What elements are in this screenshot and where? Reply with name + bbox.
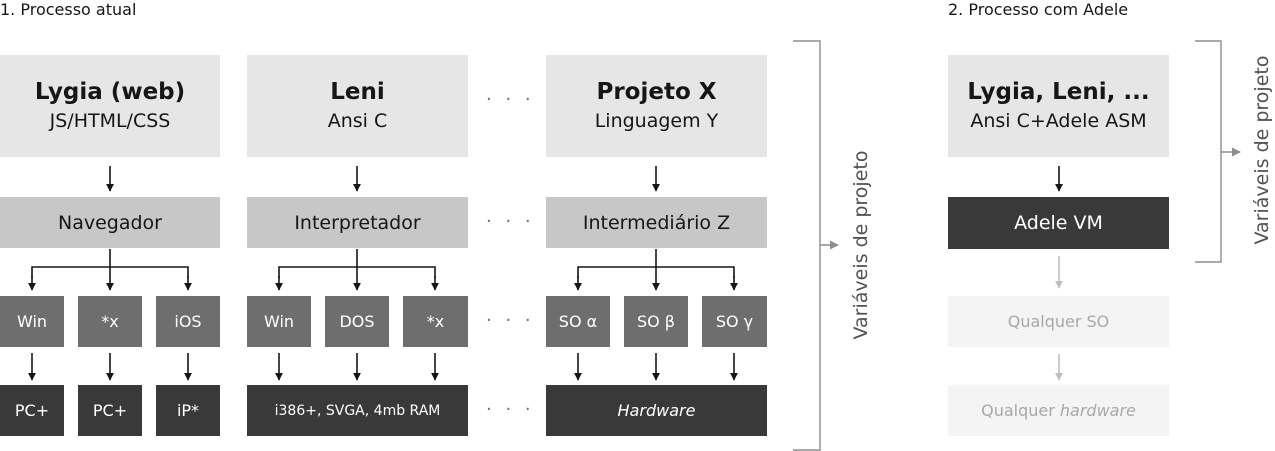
lygia-os-1: Win — [0, 296, 64, 347]
bracket-label-current: Variáveis de projeto — [850, 150, 872, 340]
leni-os-2: DOS — [325, 296, 389, 347]
lygia-hw-2: PC+ — [78, 385, 142, 436]
leni-runtime-box: Interpretador — [247, 197, 468, 248]
leni-os-1: Win — [247, 296, 311, 347]
adele-vm-box: Adele VM — [948, 197, 1169, 249]
projx-os-2: SO β — [624, 296, 688, 347]
adele-language: Ansi C+Adele ASM — [970, 110, 1147, 132]
ellipsis-row-1: · · · — [486, 89, 535, 110]
section-title-current: 1. Processo atual — [0, 0, 137, 19]
lygia-project-box: Lygia (web) JS/HTML/CSS — [0, 55, 220, 157]
leni-project-box: Leni Ansi C — [247, 55, 468, 157]
adele-hw-box: Qualquer hardware — [948, 385, 1169, 436]
leni-hw-box: i386+, SVGA, 4mb RAM — [247, 385, 468, 436]
adele-project-box: Lygia, Leni, ... Ansi C+Adele ASM — [948, 55, 1169, 157]
bracket-adele — [1195, 40, 1222, 263]
lygia-language: JS/HTML/CSS — [49, 110, 171, 132]
bracket-label-adele: Variáveis de projeto — [1251, 55, 1273, 245]
projx-project-box: Projeto X Linguagem Y — [546, 55, 767, 157]
adele-hw-text: Qualquer hardware — [981, 401, 1136, 420]
adele-os-box: Qualquer SO — [948, 296, 1169, 347]
lygia-runtime-box: Navegador — [0, 197, 220, 248]
lygia-os-3: iOS — [156, 296, 220, 347]
lygia-os-2: *x — [78, 296, 142, 347]
adele-hw-italic: hardware — [1059, 401, 1136, 420]
projx-language: Linguagem Y — [594, 110, 719, 132]
leni-title: Leni — [330, 79, 385, 105]
projx-runtime-box: Intermediário Z — [546, 197, 767, 248]
adele-title: Lygia, Leni, ... — [967, 79, 1150, 105]
ellipsis-row-2: · · · — [486, 211, 535, 232]
adele-hw-prefix: Qualquer — [981, 401, 1060, 420]
leni-language: Ansi C — [327, 110, 388, 132]
bracket-current — [793, 40, 821, 451]
lygia-title: Lygia (web) — [34, 79, 186, 105]
ellipsis-row-3: · · · — [486, 310, 535, 331]
leni-os-3: *x — [403, 296, 468, 347]
lygia-hw-3: iP* — [156, 385, 220, 436]
projx-os-3: SO γ — [702, 296, 767, 347]
projx-os-1: SO α — [546, 296, 610, 347]
lygia-hw-1: PC+ — [0, 385, 64, 436]
ellipsis-row-4: · · · — [486, 399, 535, 420]
projx-hw-box: Hardware — [546, 385, 767, 436]
section-title-adele: 2. Processo com Adele — [948, 0, 1129, 19]
projx-title: Projeto X — [596, 79, 717, 105]
